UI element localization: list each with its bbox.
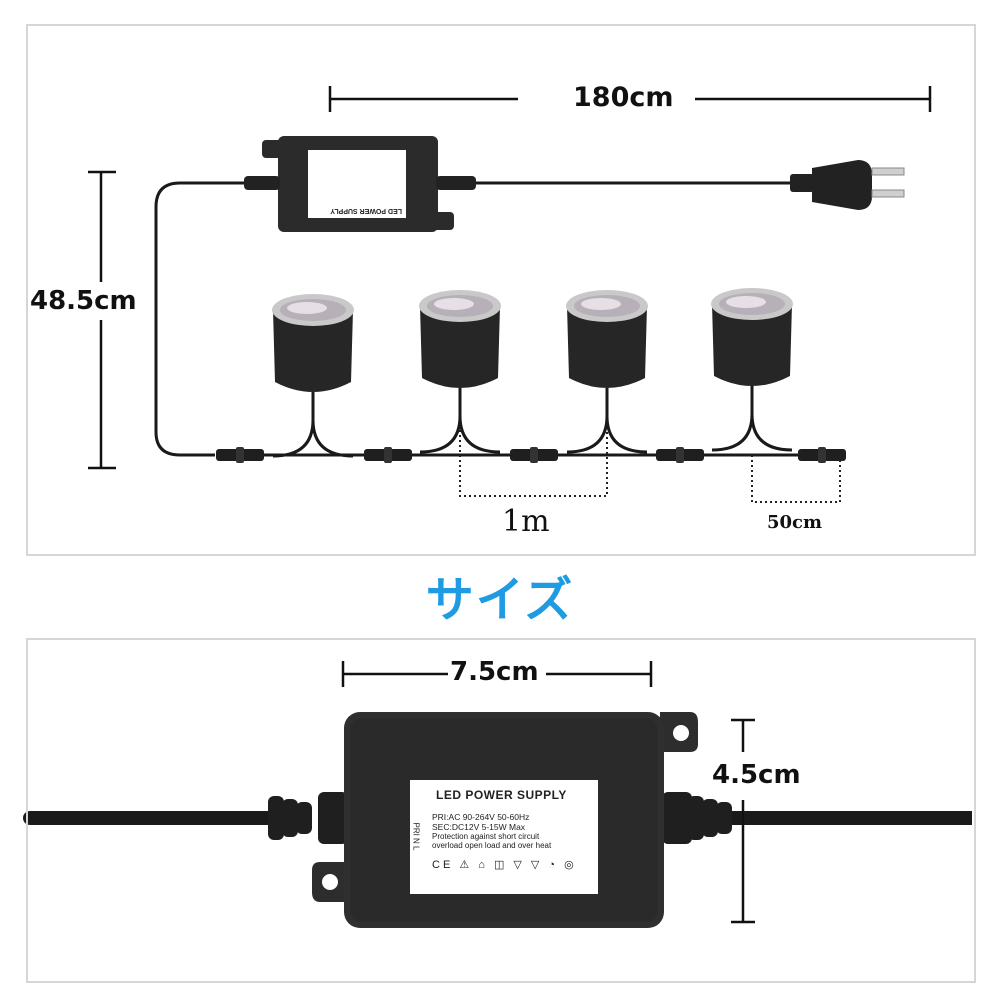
spacing-markers [459, 430, 841, 503]
cable-connector [798, 447, 846, 463]
device-height-dimension-label: 4.5cm [712, 760, 801, 790]
width-dimension-line [341, 661, 653, 687]
led-light [711, 288, 793, 452]
spacing-label: 1m [502, 504, 550, 539]
small-supply-label-title: LED POWER SUPPLY [330, 207, 402, 214]
small-supply-label: LED POWER SUPPLY [308, 150, 406, 218]
led-light [566, 290, 648, 454]
lights [272, 288, 793, 458]
tail-length-label: 50cm [767, 512, 823, 533]
bottom-diagram-panel [26, 638, 976, 983]
connectors [216, 447, 846, 463]
device-label-side-text: PRI N L [411, 822, 421, 851]
width-dimension-label: 7.5cm [450, 657, 539, 687]
device-label-protection-2: overload open load and over heat [432, 841, 552, 850]
cable-connector [364, 447, 412, 463]
device-label: LED POWER SUPPLY PRI:AC 90-264V 50-60Hz … [410, 780, 598, 894]
cable-length-label: 180cm [573, 82, 674, 113]
height-dimension-label: 48.5cm [30, 286, 137, 316]
device-label-pri: PRI:AC 90-264V 50-60Hz [432, 812, 530, 822]
device-height-dimension-line [731, 718, 755, 924]
device-label-sec: SEC:DC12V 5-15W Max [432, 822, 526, 832]
device-label-title: LED POWER SUPPLY [436, 788, 567, 802]
top-diagram-panel [26, 24, 976, 556]
device-label-certifications: CE ⚠ ⌂ ◫ ▽ ▽ ◔ ◎ [432, 859, 577, 871]
led-light [419, 290, 501, 454]
height-dimension-line [88, 170, 116, 470]
cable-connector [510, 447, 558, 463]
cable-connector [656, 447, 704, 463]
device-label-protection-1: Protection against short circuit [432, 832, 540, 841]
cable-connector [216, 447, 264, 463]
led-light [272, 294, 354, 458]
section-heading: サイズ [425, 572, 575, 628]
plug [790, 160, 905, 210]
cable-length-dimension [328, 86, 932, 112]
